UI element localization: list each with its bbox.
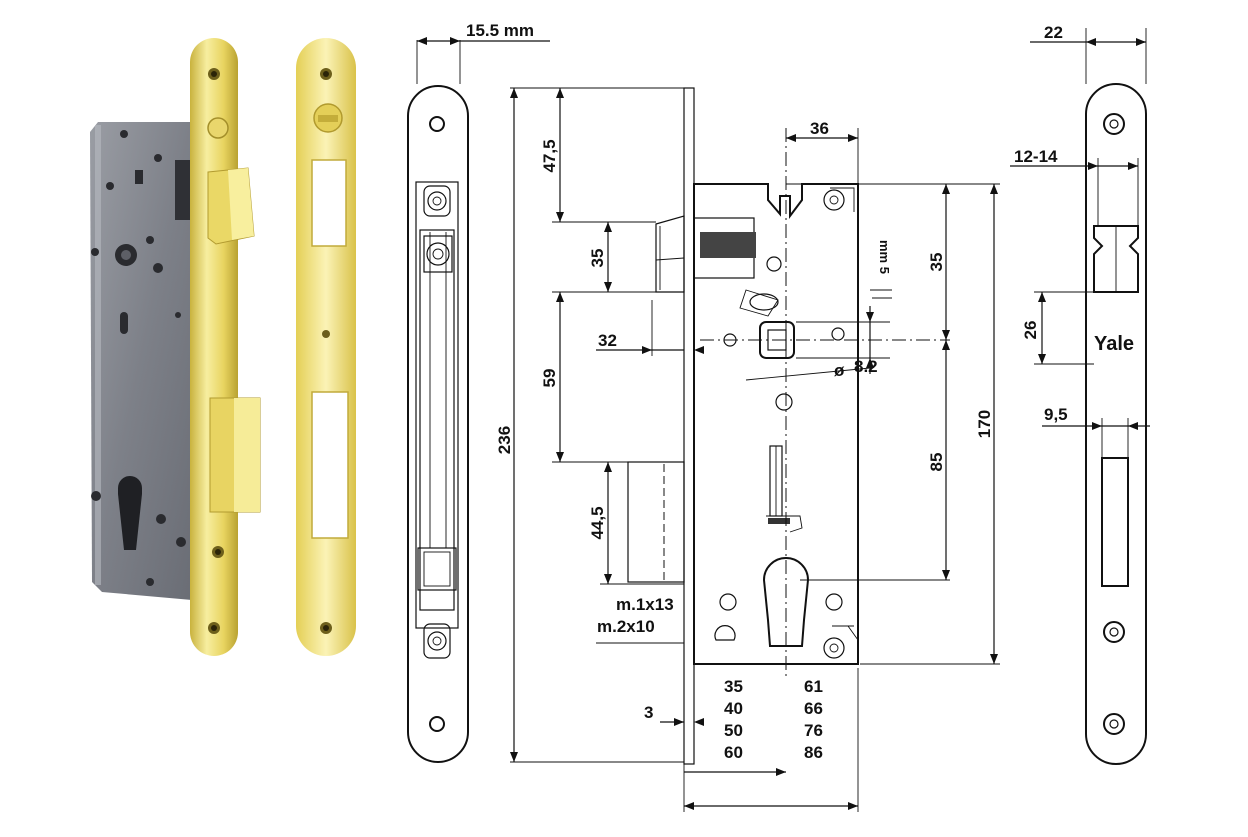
strike-photo: [296, 38, 356, 656]
dim-faceplate-thickness: 3: [644, 703, 653, 722]
thickness-label: 15.5 mm: [466, 21, 534, 40]
strike-view: 22 12-14 26 Yale 9,5: [1010, 23, 1150, 765]
front-view: 15.5 mm: [407, 21, 550, 763]
backset-a-2: 50: [724, 721, 743, 740]
screw-note-1: m.1x13: [616, 595, 674, 614]
backset-a-0: 35: [724, 677, 743, 696]
strike-slot-width-label: 12-14: [1014, 147, 1058, 166]
strike-outline: [1085, 83, 1147, 765]
deadbolt-slot: [1101, 457, 1129, 587]
latch-bolt-drawing: [655, 215, 782, 317]
dim-follower-to-cylinder: 85: [927, 453, 946, 472]
backset-b-3: 86: [804, 743, 823, 762]
strike-brand-label: Yale: [1094, 333, 1134, 355]
side-view: 236 47,5 35 32 59 44,5 m.1x13 m.2x10: [495, 87, 1000, 812]
front-faceplate-outline: [407, 85, 469, 763]
latch-slot: [1093, 225, 1139, 293]
backset-b-0: 61: [804, 677, 823, 696]
strike-width-label: 22: [1044, 23, 1063, 42]
dim-latch-offset: 32: [598, 331, 617, 350]
cylinder-hole: [762, 557, 810, 647]
lock-case: [90, 122, 192, 600]
dim-body-height: 170: [975, 410, 994, 438]
backset-b-2: 76: [804, 721, 823, 740]
dim-top-to-follower: 35: [927, 253, 946, 272]
dim-latch-to-deadbolt: 59: [540, 369, 559, 388]
case-holes: [91, 130, 186, 586]
backset-a-1: 40: [724, 699, 743, 718]
backset-table: 35 40 50 60 61 66 76 86: [724, 677, 823, 762]
dim-deadbolt-height: 44,5: [588, 506, 607, 539]
dim-top-to-latch: 47,5: [540, 139, 559, 172]
case-cylinder-hole: [118, 476, 142, 550]
screw-note-2: m.2x10: [597, 617, 655, 636]
strike-lower-slot-label: 9,5: [1044, 405, 1068, 424]
dim-latch-height: 35: [588, 249, 607, 268]
dim-square-size: 8.2: [854, 357, 878, 376]
follower-diameter-symbol: ø: [834, 361, 845, 380]
dim-backset-top: 36: [810, 119, 829, 138]
dim-overall-height: 236: [495, 426, 514, 454]
lock-body-outline: [693, 183, 859, 665]
adjust-note: mm 5: [877, 240, 892, 274]
lock-photo: [90, 38, 261, 656]
dead-bolt-drawing: [627, 461, 685, 583]
backset-a-3: 60: [724, 743, 743, 762]
strike-offset-label: 26: [1021, 321, 1040, 340]
backset-b-1: 66: [804, 699, 823, 718]
